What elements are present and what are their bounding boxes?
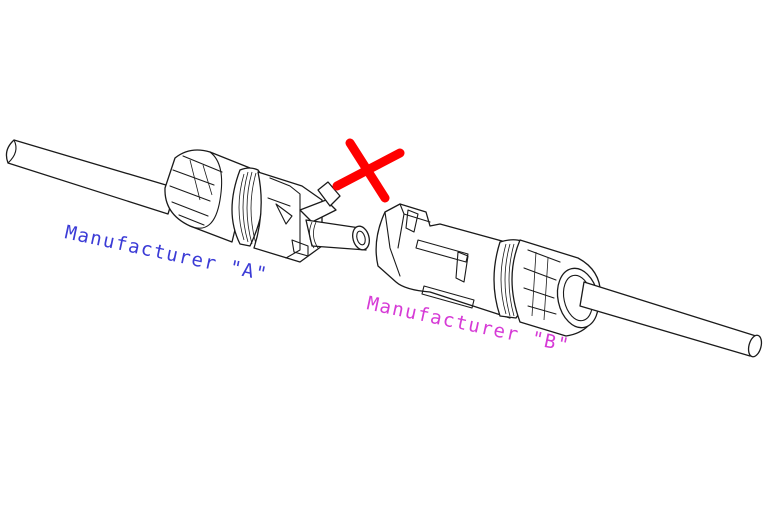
incompatible-x-mark <box>332 138 405 203</box>
connector-b <box>375 203 602 337</box>
connector-a <box>164 149 370 263</box>
cable-a <box>5 139 177 215</box>
cable-b <box>579 281 763 358</box>
x-stroke-2 <box>332 148 405 191</box>
